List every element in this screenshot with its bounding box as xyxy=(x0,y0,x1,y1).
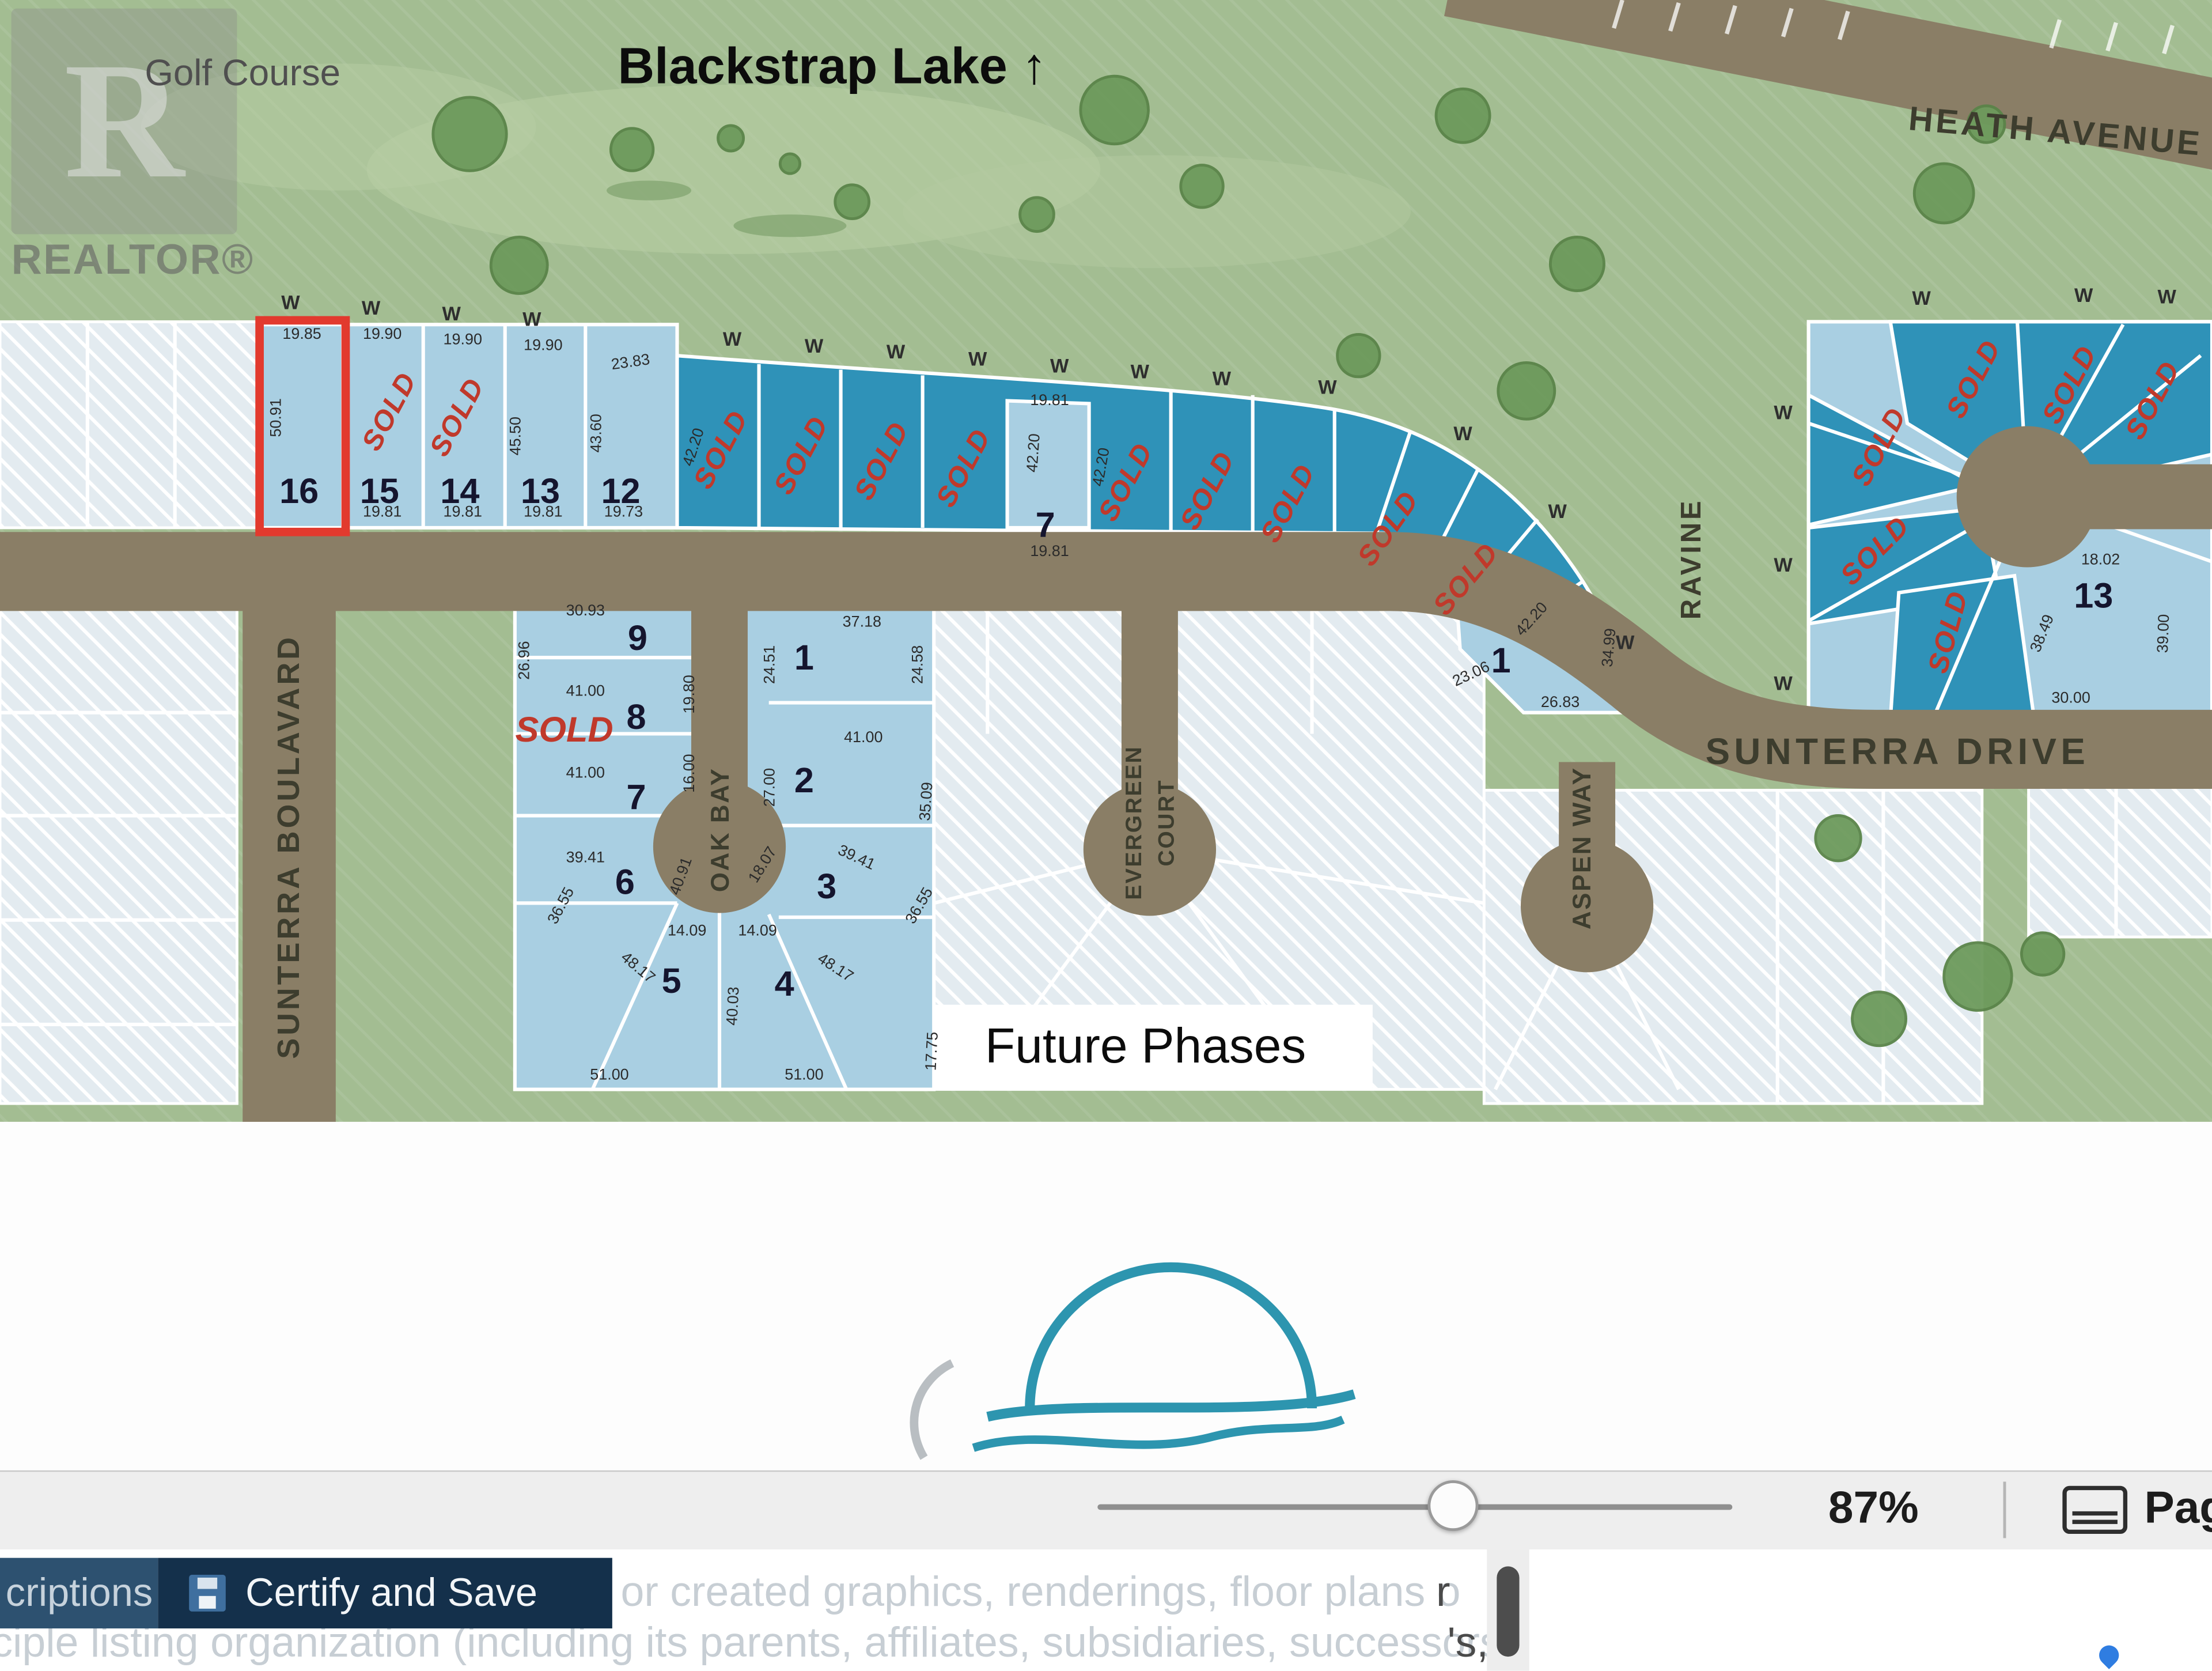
save-icon xyxy=(189,1575,226,1612)
realtor-logo-icon: R xyxy=(11,8,237,235)
east-cluster xyxy=(1806,320,2212,722)
page-layout-icon[interactable] xyxy=(2062,1485,2128,1534)
zoom-level[interactable]: 87% xyxy=(1828,1481,1919,1533)
trees xyxy=(431,74,2066,1048)
logo-sun-arc xyxy=(1025,1262,1317,1409)
zoom-slider-handle[interactable] xyxy=(1427,1480,1479,1532)
status-bar xyxy=(0,1470,2212,1549)
realtor-r-glyph: R xyxy=(64,28,184,213)
logo-gray-swoosh xyxy=(910,1359,955,1460)
heath-avenue-road xyxy=(1444,0,2212,170)
sunterra-logo xyxy=(910,1262,1356,1460)
lot-16-highlight xyxy=(255,316,350,536)
disclaimer-line-1: or created graphics, renderings, floor p… xyxy=(620,1569,1461,1616)
zoom-slider-track[interactable] xyxy=(1097,1504,1733,1510)
map-graphic xyxy=(0,0,2212,1122)
document-whitespace xyxy=(0,1121,2212,1470)
roads xyxy=(0,464,2212,1122)
statusbar-divider xyxy=(2003,1481,2006,1538)
certify-save-button[interactable]: Certify and Save xyxy=(158,1557,612,1629)
certify-save-label: Certify and Save xyxy=(245,1570,538,1615)
parking-ticks xyxy=(1612,0,2175,55)
logo-wave xyxy=(972,1415,1345,1452)
descriptions-tab[interactable]: criptions xyxy=(0,1557,158,1629)
scrollbar-thumb[interactable] xyxy=(1497,1566,1520,1657)
page-label[interactable]: Pag xyxy=(2144,1481,2212,1533)
overlap-text-1: r xyxy=(1436,1569,1450,1616)
descriptions-tab-label: criptions xyxy=(5,1570,153,1615)
logo-brim xyxy=(986,1389,1356,1422)
realtor-label: REALTOR® xyxy=(11,237,255,284)
cul-de-sacs xyxy=(653,426,2098,973)
lot-7-parcel xyxy=(1005,399,1091,530)
future-phases-band xyxy=(924,1004,1373,1090)
realtor-watermark: R REALTOR® xyxy=(11,8,266,316)
overlap-text-2: 's, xyxy=(1447,1620,1488,1667)
